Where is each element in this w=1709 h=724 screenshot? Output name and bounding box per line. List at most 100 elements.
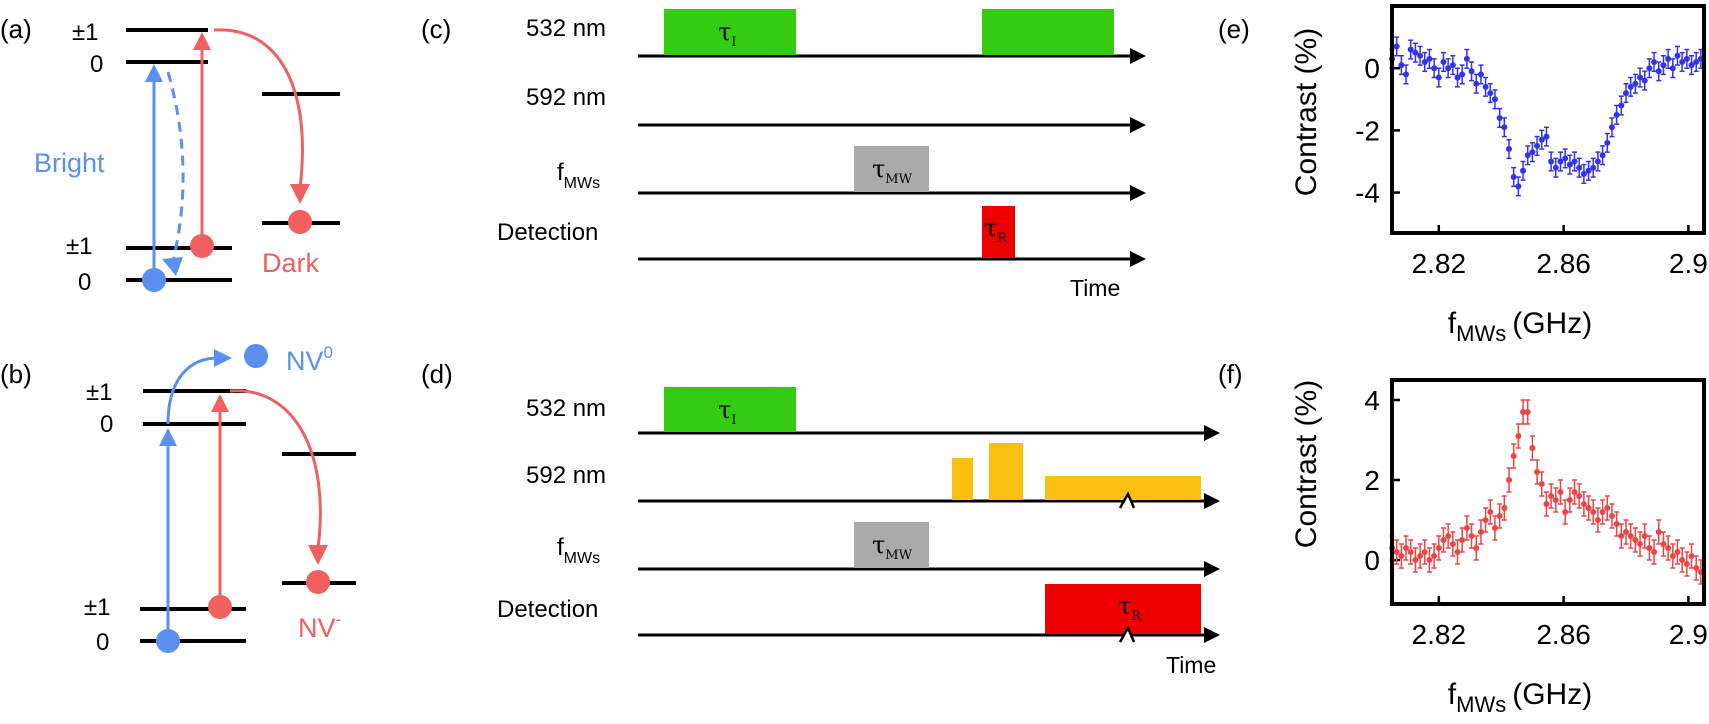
chart-f-point: [1623, 519, 1629, 545]
arrowhead-b-red-up: [211, 394, 229, 412]
chart-f-marker: [1693, 565, 1700, 571]
panel-label-e: (e): [1218, 14, 1250, 44]
chart-e-marker: [1473, 80, 1480, 87]
chart-f-point: [1510, 443, 1517, 469]
chart-e-point: [1562, 148, 1569, 169]
chart-f-marker: [1407, 549, 1414, 555]
chart-e-marker: [1543, 133, 1550, 140]
label-c-tau-mw: τMW: [872, 155, 913, 187]
panel-label-a: (a): [0, 14, 32, 44]
population-a-dark: [190, 234, 214, 258]
chart-f-marker: [1655, 529, 1662, 535]
chart-e-point: [1669, 58, 1676, 79]
chart-e-point: [1473, 73, 1480, 94]
chart-e-point: [1571, 151, 1578, 172]
chart-e-point: [1445, 58, 1452, 79]
chart-e-point: [1646, 58, 1653, 79]
chart-f-ylabel: Contrast (%): [1290, 380, 1323, 548]
chart-e-point: [1618, 95, 1625, 116]
chart-f-xlabel: fMWs(GHz): [1448, 678, 1592, 717]
pulse-c-detection: [982, 206, 1015, 258]
chart-f-marker: [1403, 545, 1410, 551]
chart-e-point: [1557, 151, 1564, 172]
chart-e-point: [1496, 107, 1503, 129]
chart-e-marker: [1693, 58, 1700, 65]
chart-f-marker: [1590, 509, 1597, 515]
chart-e-point: [1421, 51, 1428, 73]
chart-e-marker: [1594, 158, 1601, 165]
chart-f-marker: [1393, 549, 1400, 555]
chart-f-marker: [1482, 517, 1489, 523]
chart-f-marker: [1529, 445, 1536, 451]
chart-e-point: [1552, 157, 1559, 178]
chart-e-point: [1454, 67, 1461, 88]
chart-e-marker: [1524, 152, 1531, 159]
chart-e-marker: [1403, 71, 1410, 78]
chart-e-marker: [1463, 55, 1470, 62]
chart-f-marker: [1552, 497, 1559, 503]
panel-c: (c) 532 nm 592 nm fMWs Detection τI τMW …: [421, 9, 1146, 301]
chart-e-marker: [1548, 158, 1555, 165]
chart-f-marker: [1562, 509, 1569, 515]
chart-e-marker: [1501, 124, 1508, 131]
arrowhead-c-fmw: [1130, 185, 1146, 201]
arrowhead-b-ionization: [214, 349, 232, 367]
chart-f-marker: [1632, 537, 1639, 543]
chart-e-point: [1506, 138, 1512, 160]
chart-f-point: [1660, 531, 1667, 557]
chart-f-marker: [1398, 553, 1405, 559]
chart-e-point: [1665, 48, 1672, 69]
chart-f-point: [1487, 499, 1494, 525]
row-label-d-fmw: fMWs: [557, 534, 600, 567]
chart-e-points: [1389, 36, 1704, 197]
label-d-time: Time: [1166, 652, 1216, 678]
chart-f-point: [1641, 523, 1648, 549]
chart-e-marker: [1421, 58, 1428, 65]
chart-f-point: [1538, 471, 1545, 497]
chart-e-point: [1398, 55, 1405, 76]
chart-e-point: [1632, 73, 1639, 94]
chart-f-point: [1548, 483, 1555, 509]
chart-e-marker: [1454, 74, 1461, 81]
chart-e-point: [1538, 129, 1545, 150]
chart-f-marker: [1496, 513, 1503, 519]
chart-f-marker: [1538, 481, 1545, 487]
chart-f-marker: [1543, 501, 1550, 507]
chart-f-marker: [1520, 409, 1527, 415]
chart-e-ylabel: Contrast (%): [1290, 28, 1323, 196]
chart-e-point: [1679, 51, 1686, 73]
chart-e-point: [1440, 51, 1447, 73]
row-label-c-detection: Detection: [497, 219, 598, 246]
chart-e-point: [1651, 51, 1658, 73]
chart-e-marker: [1632, 80, 1639, 87]
label-a-0-upper: 0: [90, 51, 103, 78]
label-a-0-lower: 0: [78, 269, 91, 296]
chart-f-marker: [1683, 561, 1690, 567]
chart-f-point: [1585, 495, 1592, 521]
chart-f-marker: [1623, 529, 1629, 535]
chart-f-marker: [1463, 525, 1470, 531]
pulse-d-592-a: [952, 458, 973, 500]
chart-e-point: [1608, 117, 1615, 138]
chart-e-marker: [1576, 164, 1583, 171]
chart-e-point: [1487, 82, 1494, 104]
chart-f-marker: [1627, 533, 1634, 539]
arrowhead-a-dark-up: [193, 32, 211, 50]
chart-f-marker: [1688, 553, 1695, 559]
chart-e-marker: [1510, 174, 1517, 181]
panel-d: (d) 532 nm 592 nm fMWs Detection τI τMW …: [421, 359, 1220, 678]
chart-f-point: [1412, 547, 1419, 573]
chart-e-marker: [1571, 158, 1578, 165]
row-label-c-592: 592 nm: [526, 84, 606, 111]
chart-f-point: [1426, 547, 1433, 573]
chart-f-marker: [1580, 501, 1587, 507]
row-label-d-detection: Detection: [497, 596, 598, 623]
chart-e-point: [1412, 42, 1419, 63]
chart-e-point: [1463, 48, 1470, 69]
chart-e-point: [1590, 157, 1597, 178]
chart-e-point: [1477, 64, 1484, 85]
chart-f-marker: [1641, 533, 1648, 539]
chart-f-marker: [1548, 493, 1555, 499]
chart-e-marker: [1435, 74, 1442, 81]
